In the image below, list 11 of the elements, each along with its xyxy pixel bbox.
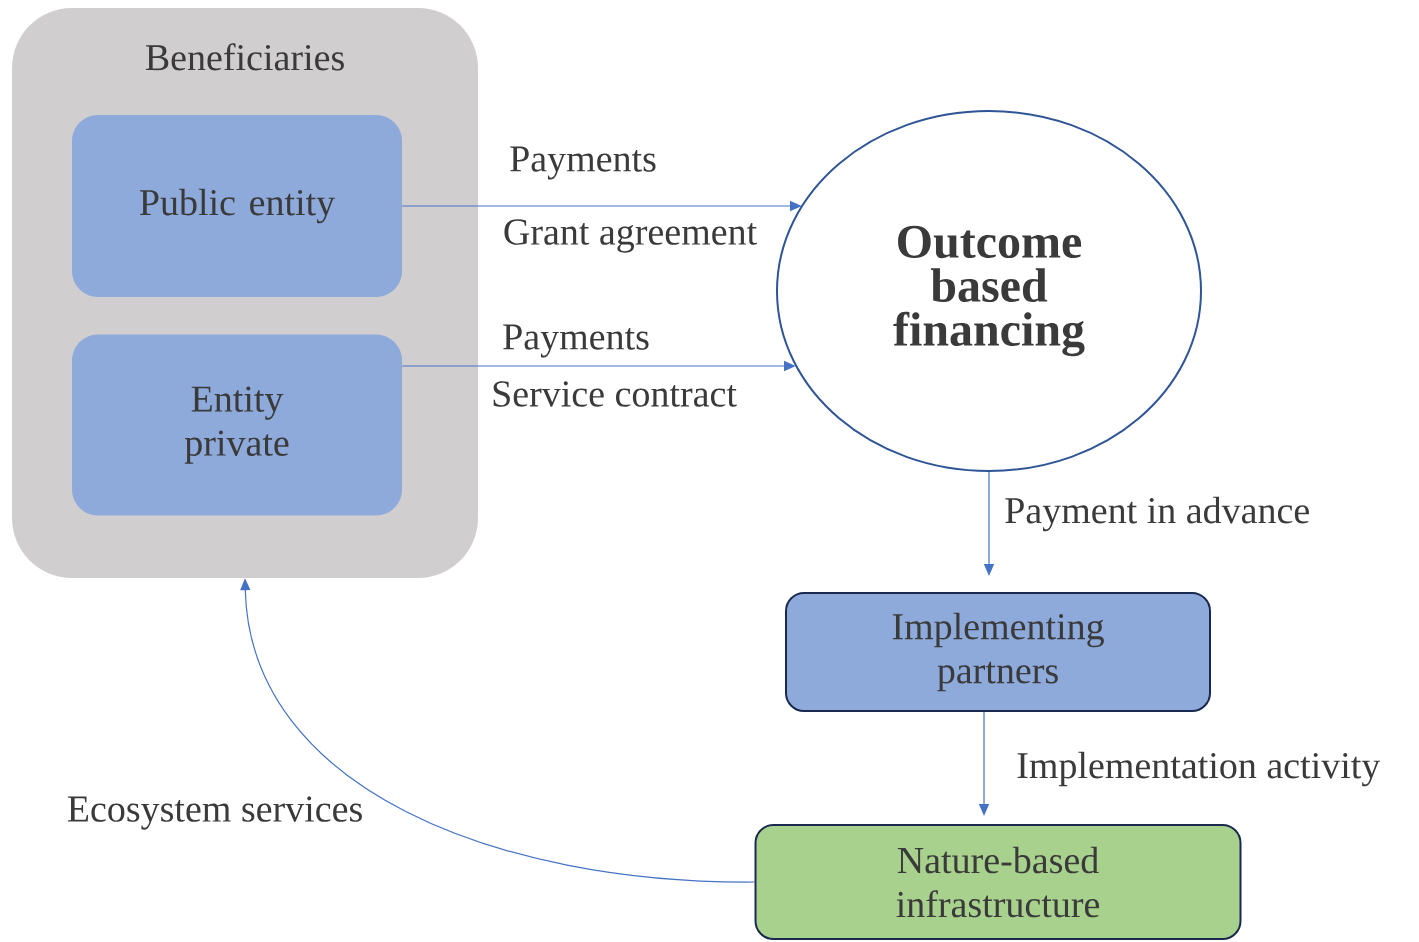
- infrastructure-box: Nature-based infrastructure: [754, 824, 1242, 940]
- edge-label: Payments: [503, 324, 649, 358]
- edge-label: Ecosystem services: [67, 796, 362, 830]
- partner-box: Implementing partners: [785, 592, 1211, 712]
- edge-label: Payment in advance: [1005, 496, 1309, 532]
- contract-label: Grant agreement: [504, 219, 757, 253]
- edge-label: Implementation activity: [1017, 751, 1381, 787]
- contract-label: Service contract: [493, 381, 737, 407]
- entity-box: Entity private: [72, 334, 402, 516]
- entity-box: Public entity: [72, 115, 402, 297]
- edge-label: Payments: [510, 146, 656, 180]
